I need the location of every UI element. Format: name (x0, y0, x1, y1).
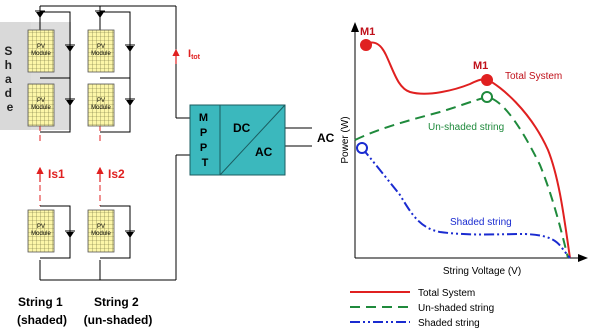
converter-dc-label: DC (233, 121, 251, 135)
svg-text:Un-shaded string: Un-shaded string (418, 303, 494, 314)
diode-icon (95, 10, 135, 238)
mpp-marker-local (481, 74, 493, 86)
converter-divider (219, 104, 286, 176)
shade-letter-4: d (5, 86, 12, 100)
y-axis-arrow (351, 22, 359, 32)
legend-item-shaded: Shaded string (350, 318, 480, 329)
unshaded-string-label: Un-shaded string (428, 122, 504, 133)
legend: Total System Un-shaded string Shaded str… (350, 288, 494, 329)
string-2-caption: String 2 (un-shaded) (84, 295, 153, 327)
unshaded-string-curve (354, 95, 569, 259)
shade-letter-1: S (4, 44, 12, 58)
total-system-curve (364, 41, 571, 259)
converter-ac-label: AC (255, 145, 273, 159)
mppt-inverter: M P P T DC AC (189, 104, 286, 176)
y-axis-label: Power (W) (340, 116, 351, 163)
output-ac-label: AC (317, 131, 335, 145)
x-axis-arrow (578, 254, 588, 262)
mpp-marker-shaded (356, 142, 368, 154)
shade-label: S h a d e (4, 44, 15, 114)
shade-letter-2: h (5, 58, 12, 72)
shade-region (0, 22, 31, 130)
shaded-string-label: Shaded string (450, 217, 512, 228)
mpp-marker-global (360, 39, 372, 51)
current-label-total: Itot (188, 48, 201, 61)
x-axis-label: String Voltage (V) (443, 266, 521, 277)
current-arrows (36, 48, 180, 182)
legend-item-unshaded: Un-shaded string (350, 303, 494, 314)
m1-annotation-local: M1 (473, 60, 488, 72)
mppt-block (189, 104, 221, 176)
pv-curve-chart: Power (W) String Voltage (V) M1 M1 Total… (340, 22, 588, 277)
m1-annotation-global: M1 (360, 26, 375, 38)
current-label-string-1: Is1 (48, 167, 65, 181)
current-label-string-2: Is2 (108, 167, 125, 181)
mpp-marker-unshaded (481, 91, 493, 103)
svg-text:Total System: Total System (418, 288, 475, 299)
total-system-label: Total System (505, 71, 562, 82)
mppt-label: M P P T (199, 112, 211, 169)
shade-letter-3: a (5, 72, 12, 86)
string-1-caption: String 1 (shaded) (17, 295, 67, 327)
shade-letter-5: e (7, 100, 14, 114)
svg-text:Shaded string: Shaded string (418, 318, 480, 329)
shaded-string-curve (361, 147, 571, 259)
legend-item-total: Total System (350, 288, 475, 299)
diode-icon (35, 10, 75, 238)
